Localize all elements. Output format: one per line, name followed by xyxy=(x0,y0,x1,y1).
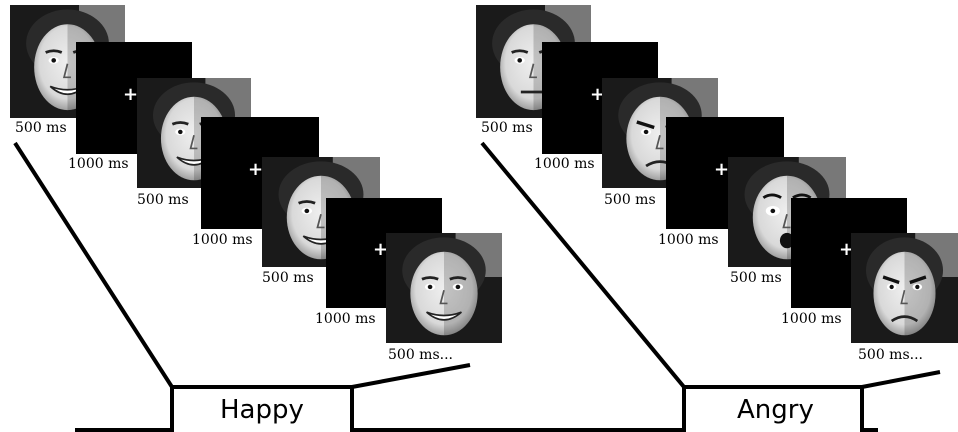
happy-duration-6: 1000 ms xyxy=(315,312,376,326)
face-photo-icon xyxy=(386,233,502,343)
angry-duration-3: 500 ms xyxy=(604,193,656,207)
angry-duration-6: 1000 ms xyxy=(781,312,842,326)
happy-duration-final: 500 ms... xyxy=(388,348,453,362)
face-photo-icon xyxy=(851,233,958,343)
angry-face-4 xyxy=(851,233,958,343)
angry-duration-2: 1000 ms xyxy=(534,157,595,171)
angry-right-connector xyxy=(862,372,940,387)
angry-duration-4: 1000 ms xyxy=(658,233,719,247)
happy-right-connector xyxy=(352,365,470,387)
fixation-cross: + xyxy=(123,86,138,104)
angry-duration-final: 500 ms... xyxy=(858,348,923,362)
fixation-cross: + xyxy=(714,161,729,179)
happy-duration-4: 1000 ms xyxy=(192,233,253,247)
happy-duration-1: 500 ms xyxy=(15,121,67,135)
happy-face-4 xyxy=(386,233,502,343)
angry-duration-1: 500 ms xyxy=(481,121,533,135)
fixation-cross: + xyxy=(248,161,263,179)
happy-condition-label: Happy xyxy=(220,397,304,423)
happy-duration-2: 1000 ms xyxy=(68,157,129,171)
happy-duration-5: 500 ms xyxy=(262,271,314,285)
angry-duration-5: 500 ms xyxy=(730,271,782,285)
happy-duration-3: 500 ms xyxy=(137,193,189,207)
angry-condition-label: Angry xyxy=(737,397,814,423)
